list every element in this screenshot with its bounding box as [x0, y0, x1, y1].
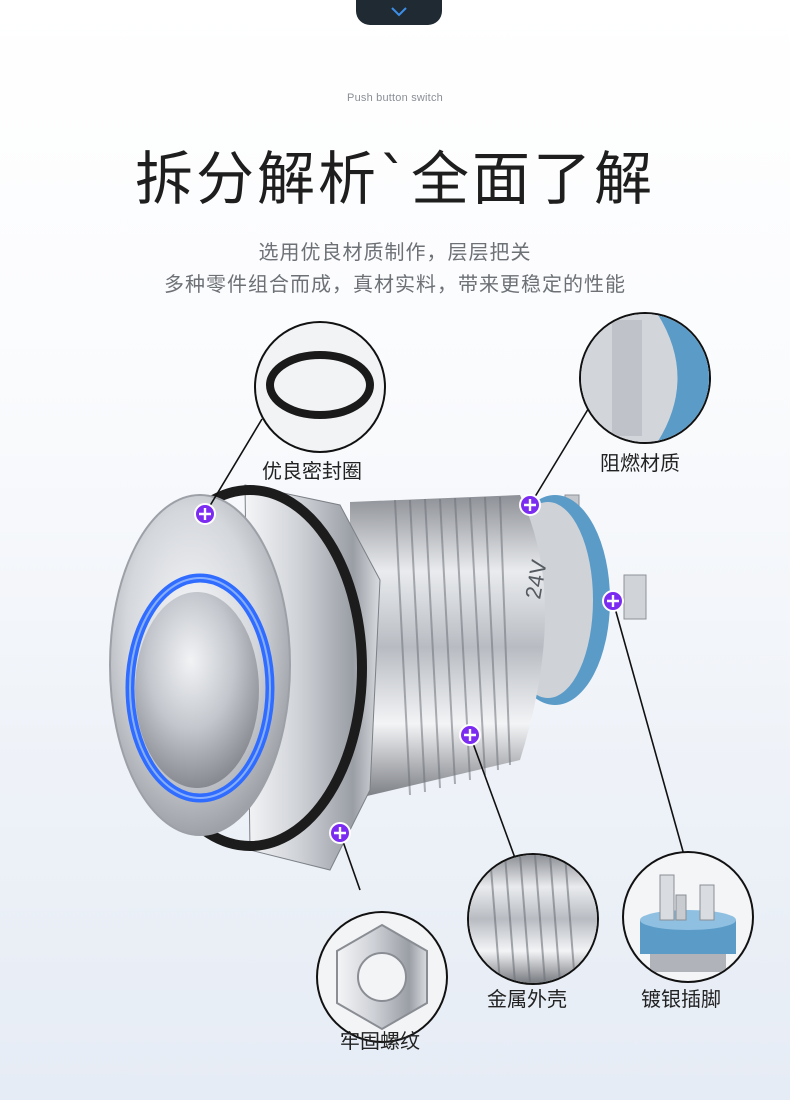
callout-label-flame-retardant: 阻燃材质 [600, 451, 680, 475]
hotspot-flame-retardant[interactable] [519, 494, 541, 516]
callout-label-sealing-ring: 优良密封圈 [262, 459, 362, 483]
subtitle-en: Push button switch [347, 92, 443, 104]
hotspot-sealing-ring[interactable] [194, 503, 216, 525]
description-line-2: 多种零件组合而成，真材实料，带来更稳定的性能 [164, 272, 626, 296]
terminal-pin [623, 574, 647, 620]
thread-lines [394, 496, 511, 796]
chevron-down-icon [391, 7, 407, 17]
callout-flame-retardant [579, 312, 711, 444]
callout-sealing-ring [254, 321, 386, 453]
callout-label-metal-shell: 金属外壳 [487, 987, 567, 1011]
switch-body: 24V [109, 484, 647, 871]
callout-metal-shell [467, 853, 599, 985]
scroll-down-tab[interactable] [356, 0, 442, 25]
hotspot-metal-shell[interactable] [459, 724, 481, 746]
callout-label-hex-nut: 牢固螺纹 [340, 1029, 420, 1053]
description-line-1: 选用优良材质制作，层层把关 [258, 240, 532, 264]
page-title: 拆分解析`全面了解 [134, 145, 655, 213]
callout-label-silver-pins: 镀银插脚 [641, 987, 721, 1011]
hotspot-hex-nut[interactable] [329, 822, 351, 844]
push-button [135, 592, 259, 788]
marker-group [194, 494, 624, 844]
hotspot-silver-pins[interactable] [602, 590, 624, 612]
o-ring-detail [266, 351, 374, 419]
leader-lines [204, 405, 685, 891]
callout-hex-nut [316, 911, 448, 1043]
callout-silver-pins [622, 851, 754, 983]
